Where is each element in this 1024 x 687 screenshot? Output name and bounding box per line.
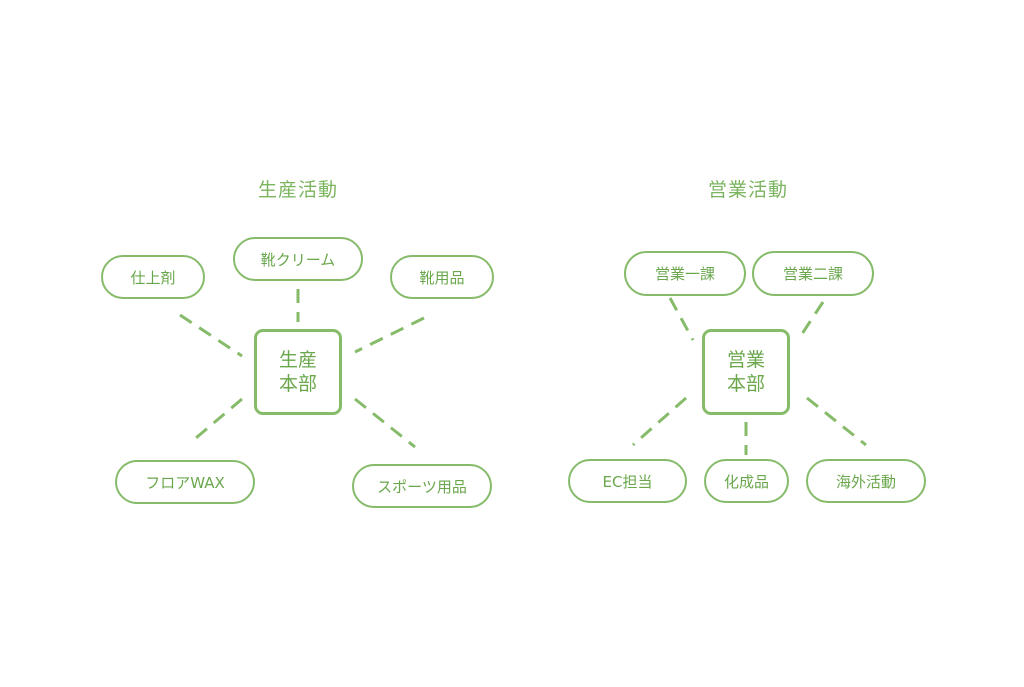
sales-hub-line2: 本部 (726, 373, 765, 395)
node-shoe-cream: 靴クリーム (233, 237, 363, 281)
connector-sales-1 (668, 297, 695, 341)
node-floor-wax: フロアWAX (115, 460, 255, 504)
sales-title: 営業活動 (707, 179, 789, 201)
node-sales-section-1: 営業一課 (624, 251, 746, 296)
production-hub: 生産 本部 (254, 329, 342, 415)
connector-sales-2 (796, 301, 825, 341)
connector-production-5 (354, 397, 416, 449)
node-sports-goods: スポーツ用品 (352, 464, 492, 508)
node-sales-section-2: 営業二課 (752, 251, 874, 296)
production-hub-line2: 本部 (278, 373, 317, 395)
sales-hub: 営業 本部 (702, 329, 790, 415)
sales-hub-line1: 営業 (726, 349, 765, 371)
connector-sales-3 (632, 396, 687, 447)
connector-production-4 (189, 397, 243, 445)
connector-sales-5 (806, 396, 867, 447)
connector-production-1 (179, 313, 243, 358)
node-shoe-goods: 靴用品 (390, 255, 494, 299)
node-finishing-agent: 仕上剤 (101, 255, 205, 299)
node-chemicals: 化成品 (704, 459, 789, 503)
node-overseas: 海外活動 (806, 459, 926, 503)
node-ec: EC担当 (568, 459, 687, 503)
production-title: 生産活動 (257, 179, 339, 201)
connector-production-3 (354, 316, 425, 354)
production-hub-line1: 生産 (278, 349, 317, 371)
